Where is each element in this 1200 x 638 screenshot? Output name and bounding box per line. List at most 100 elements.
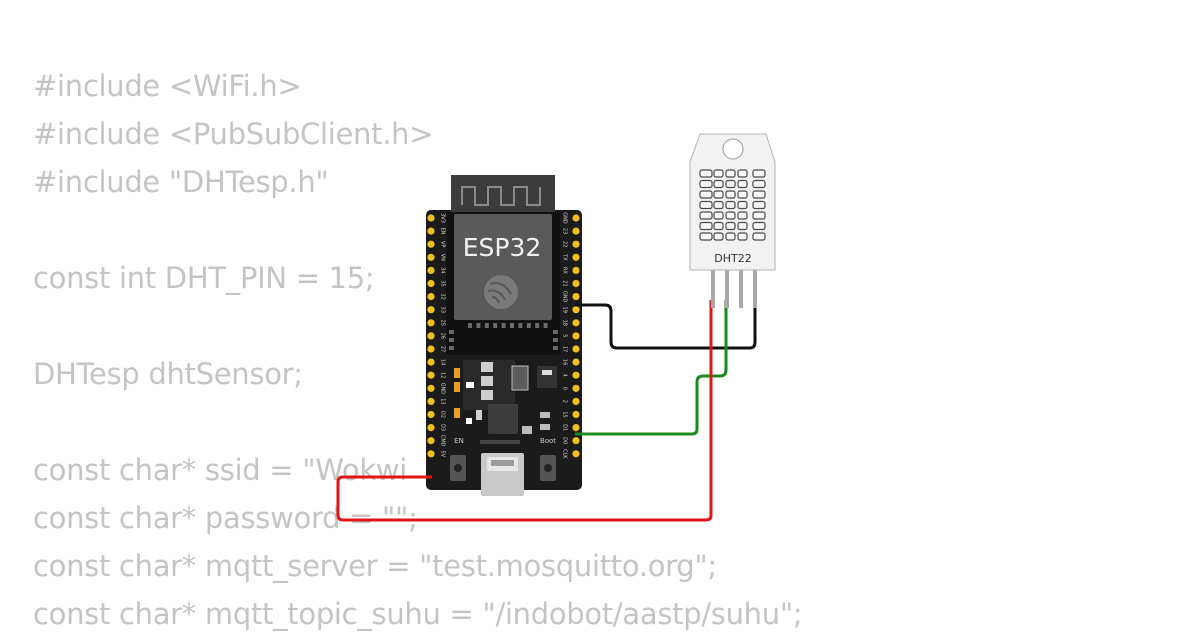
pin-left[interactable] [427,332,435,340]
pin-label: 5V [440,450,446,457]
sensor-label: DHT22 [714,252,751,265]
pin-label: 2 [562,400,568,403]
pin-label: 15 [562,411,568,417]
pin-left[interactable] [427,319,435,327]
pin-left[interactable] [427,410,435,419]
board-title: ESP32 [463,233,542,262]
pin-right[interactable] [572,227,580,235]
esp32-board[interactable]: ESP32 EN Boot [426,175,582,496]
code-listing: #include <WiFi.h> #include <PubSubClient.… [33,62,803,638]
wire-data [575,300,728,436]
pin-right[interactable] [572,319,580,327]
pin-right[interactable] [572,358,580,366]
pin-left[interactable] [427,384,435,392]
pin-right[interactable] [572,266,580,274]
pin-label: 33 [440,307,446,313]
pin-label: 3V3 [440,213,446,223]
pin-right[interactable] [572,345,580,353]
pin-label: 12 [440,372,446,378]
pin-label: GND [562,291,568,303]
wire-power [336,300,713,522]
pin-label: 26 [440,333,446,339]
pin-label: 19 [562,307,568,313]
pin-label: 14 [440,359,446,365]
pin-right[interactable] [572,410,580,419]
pin-label: D0 [562,437,568,444]
pin-right[interactable] [572,371,580,379]
pin-label: 16 [562,359,568,365]
pin-left[interactable] [427,371,435,379]
pin-label: GND [562,212,568,224]
pin-right[interactable] [572,279,580,288]
pin-right[interactable] [572,384,580,392]
pin-left[interactable] [427,424,435,432]
pin-right[interactable] [572,214,580,222]
pin-right[interactable] [572,450,580,458]
pin-label: EN [440,228,446,235]
mount-hole-icon [722,138,744,160]
pin-label: D1 [562,424,568,431]
espressif-logo-icon [484,275,518,309]
pin-right[interactable] [572,332,580,340]
boot-label: Boot [540,437,556,445]
wire-ground [575,300,757,350]
pin-label: D3 [440,424,446,431]
pin-label: 22 [562,241,568,247]
pin-left[interactable] [427,437,435,445]
code-line: const char* mqtt_server = "test.mosquitt… [33,549,717,583]
pin-left[interactable] [427,227,435,235]
module-shield [454,214,552,320]
code-line: const char* ssid = "Wokwi [33,453,408,487]
pin-label: 23 [562,228,568,234]
pin-label: 18 [562,320,568,326]
code-line: const int DHT_PIN = 15; [33,261,375,295]
pin-right[interactable] [572,306,580,314]
code-line: #include <PubSubClient.h> [33,117,434,151]
pin-right[interactable] [572,397,580,405]
pin-label: D2 [440,411,446,418]
pin-label: 5 [562,334,568,337]
pin-label: RX [562,267,568,274]
pin-right[interactable] [572,253,580,261]
pin-left[interactable] [427,253,435,261]
pin-label: 25 [440,320,446,326]
pin-left[interactable] [427,450,435,458]
pin-label: 27 [440,346,446,352]
pin-right[interactable] [572,293,580,301]
pin-label: CMD [440,435,446,447]
pin-label: VP [440,241,446,247]
pin-label: 21 [562,280,568,286]
pin-right[interactable] [572,424,580,432]
pin-right[interactable] [572,437,580,445]
pin-label: 32 [440,293,446,299]
code-line: #include <WiFi.h> [33,69,302,103]
pin-label: 0 [562,387,568,390]
pin-left[interactable] [427,306,435,314]
code-line: const char* password = ""; [33,501,418,535]
pin-label: 35 [440,280,446,286]
pin-left[interactable] [427,266,435,274]
module-pads [449,323,558,350]
pin-left[interactable] [427,214,435,222]
pin-label: CLK [562,449,568,459]
left-pin-header: 3V3ENVPVN343532332526271412GND13D2D3CMD5… [427,213,446,458]
pin-label: 17 [562,346,568,352]
wires [336,300,757,522]
pin-right[interactable] [572,240,580,248]
pin-left[interactable] [427,397,435,405]
pin-left[interactable] [427,293,435,301]
pin-left[interactable] [427,358,435,366]
usb-chip [488,404,518,434]
antenna [451,175,555,215]
pin-label: 34 [440,267,446,273]
code-line: DHTesp dhtSensor; [33,357,303,391]
pin-left[interactable] [427,279,435,288]
dht22-sensor[interactable]: DHT22 [689,133,776,308]
pin-left[interactable] [427,345,435,353]
sensor-grille [699,169,766,241]
pin-left[interactable] [427,240,435,248]
code-line: const char* mqtt_topic_suhu = "/indobot/… [33,597,803,631]
pin-label: VN [440,254,446,261]
